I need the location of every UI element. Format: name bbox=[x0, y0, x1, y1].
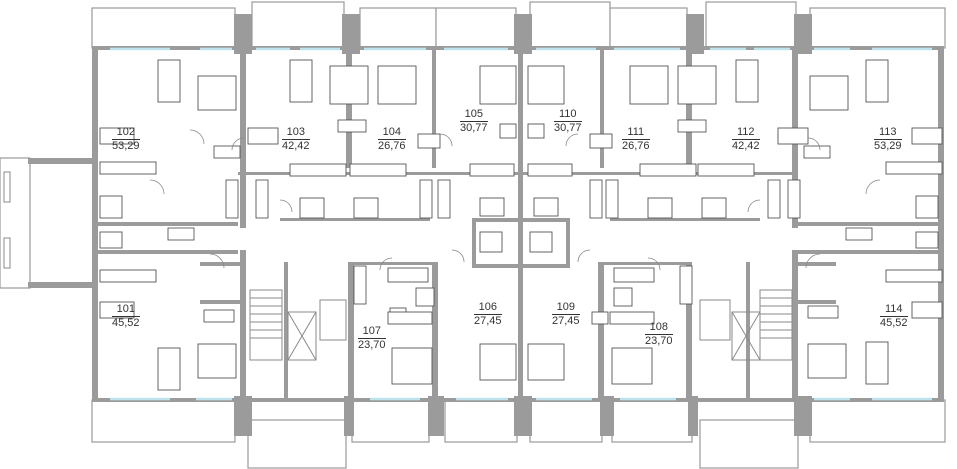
window-glazing bbox=[110, 47, 932, 401]
stair-left bbox=[249, 289, 347, 361]
door-swings bbox=[149, 129, 881, 271]
apartment-area: 45,52 bbox=[112, 317, 140, 329]
apartment-number: 109 bbox=[552, 301, 580, 315]
apartment-area: 45,52 bbox=[880, 317, 908, 329]
dining-tables bbox=[99, 123, 943, 325]
apartment-number: 111 bbox=[622, 126, 650, 140]
apartment-label-107: 107 23,70 bbox=[358, 325, 386, 352]
apartment-number: 102 bbox=[112, 126, 140, 140]
apartment-area: 42,42 bbox=[732, 140, 760, 152]
apartment-number: 103 bbox=[282, 126, 310, 140]
apartment-number: 112 bbox=[732, 126, 760, 140]
apartment-area: 27,45 bbox=[552, 315, 580, 327]
apartment-area: 23,70 bbox=[645, 335, 673, 347]
apartment-area: 30,77 bbox=[460, 122, 488, 134]
apartment-label-104: 104 26,76 bbox=[378, 126, 406, 153]
apartment-area: 27,45 bbox=[474, 315, 502, 327]
apartment-label-109: 109 27,45 bbox=[552, 301, 580, 328]
stair-right bbox=[699, 289, 793, 361]
kitchen-counters bbox=[99, 161, 943, 325]
apartment-number: 106 bbox=[474, 301, 502, 315]
apartment-area: 26,76 bbox=[378, 140, 406, 152]
apartment-area: 30,77 bbox=[554, 122, 582, 134]
apartment-label-106: 106 27,45 bbox=[474, 301, 502, 328]
apartment-label-113: 113 53,29 bbox=[874, 126, 902, 153]
apartment-number: 110 bbox=[554, 108, 582, 122]
apartment-label-111: 111 26,76 bbox=[622, 126, 650, 153]
apartment-label-110: 110 30,77 bbox=[554, 108, 582, 135]
beds bbox=[197, 65, 849, 385]
apartment-number: 105 bbox=[460, 108, 488, 122]
apartment-number: 101 bbox=[112, 303, 140, 317]
apartment-label-101: 101 45,52 bbox=[112, 303, 140, 330]
apartment-number: 104 bbox=[378, 126, 406, 140]
apartment-area: 42,42 bbox=[282, 140, 310, 152]
apartment-label-114: 114 45,52 bbox=[880, 303, 908, 330]
apartment-label-103: 103 42,42 bbox=[282, 126, 310, 153]
apartment-area: 26,76 bbox=[622, 140, 650, 152]
apartment-label-108: 108 23,70 bbox=[645, 321, 673, 348]
apartment-area: 53,29 bbox=[112, 140, 140, 152]
left-annex bbox=[0, 157, 92, 289]
apartment-number: 113 bbox=[874, 126, 902, 140]
apartment-label-105: 105 30,77 bbox=[460, 108, 488, 135]
apartment-area: 53,29 bbox=[874, 140, 902, 152]
apartment-label-102: 102 53,29 bbox=[112, 126, 140, 153]
apartment-label-112: 112 42,42 bbox=[732, 126, 760, 153]
sofas bbox=[157, 59, 889, 391]
apartment-number: 108 bbox=[645, 321, 673, 335]
apartment-area: 23,70 bbox=[358, 339, 386, 351]
bathroom-fixtures bbox=[99, 195, 939, 307]
wardrobes bbox=[167, 119, 873, 323]
balconies-top bbox=[91, 1, 946, 49]
apartment-number: 107 bbox=[358, 325, 386, 339]
apartment-number: 114 bbox=[880, 303, 908, 317]
